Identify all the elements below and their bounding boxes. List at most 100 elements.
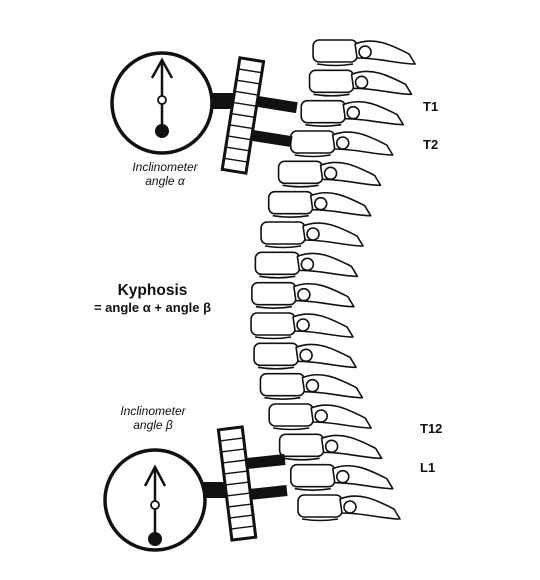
- facet-joint: [313, 196, 328, 211]
- vertebra-label-t2: T2: [423, 137, 439, 152]
- vertebra-label-l1: L1: [420, 460, 436, 475]
- vertebra: [268, 403, 372, 431]
- spinous-process: [342, 100, 405, 126]
- disc: [301, 518, 339, 522]
- ruler-tick: [230, 525, 255, 530]
- spinous-process: [331, 131, 394, 156]
- facet-joint: [354, 75, 369, 90]
- spinous-process: [320, 434, 383, 460]
- vertebra: [254, 251, 359, 279]
- spinous-process: [339, 495, 401, 520]
- vertebral-body: [312, 39, 358, 63]
- ruler-tick: [229, 124, 254, 130]
- spine-illustration: [250, 39, 416, 522]
- facet-joint: [314, 409, 328, 423]
- facet-joint: [305, 378, 320, 393]
- vertebra: [251, 281, 355, 309]
- vertebra-label-t12: T12: [420, 421, 443, 436]
- ruler-tick: [219, 437, 244, 442]
- disc: [264, 396, 301, 400]
- spinous-process: [309, 191, 372, 217]
- spinous-process: [296, 252, 359, 278]
- kyphosis-formula: = angle α + angle β: [93, 300, 212, 315]
- facet-joint: [323, 166, 338, 181]
- bottom-inclinometer-ruler: [216, 425, 258, 542]
- top-inclinometer-arrowhead: [150, 57, 174, 79]
- top-inclinometer-weight: [155, 124, 169, 138]
- spinous-process: [293, 282, 355, 308]
- ruler-tick: [225, 481, 250, 486]
- vertebral-body: [251, 281, 297, 306]
- bottom-inclinometer-foot-lower: [248, 485, 288, 500]
- spinous-process: [354, 40, 416, 65]
- vertebral-body: [308, 69, 355, 94]
- ruler-tick: [236, 79, 261, 85]
- bottom-inclinometer-arrowhead: [143, 464, 167, 487]
- bottom-inclinometer-label-line2: angle β: [133, 418, 173, 432]
- spinous-process: [310, 404, 372, 429]
- facet-joint: [306, 227, 320, 241]
- bottom-inclinometer-label-line1: Inclinometer: [120, 404, 186, 418]
- top-inclinometer-pivot: [157, 95, 167, 105]
- disc: [294, 154, 331, 158]
- disc: [282, 184, 319, 188]
- spinous-process: [331, 464, 394, 490]
- spinous-process: [350, 70, 413, 96]
- ruler-tick: [221, 448, 245, 453]
- vertebral-body: [254, 251, 301, 276]
- facet-joint: [297, 287, 311, 302]
- vertebral-body: [278, 433, 325, 458]
- vertebral-body: [300, 99, 347, 124]
- vertebral-body: [250, 312, 296, 336]
- top-inclinometer-label-line1: Inclinometer: [132, 160, 198, 174]
- ruler-tick: [227, 503, 252, 508]
- facet-joint: [296, 318, 310, 332]
- vertebral-body: [267, 190, 314, 215]
- top-inclinometer-ruler: [220, 56, 266, 175]
- spinous-process: [295, 343, 357, 369]
- vertebra: [289, 130, 394, 158]
- vertebral-body: [277, 160, 324, 185]
- vertebra: [312, 39, 416, 67]
- disc: [254, 336, 292, 340]
- disc: [316, 63, 354, 67]
- ruler-tick: [227, 135, 252, 141]
- bottom-inclinometer-weight: [148, 532, 162, 546]
- ruler-tick: [234, 90, 259, 96]
- ruler-tick: [238, 68, 262, 74]
- spinous-process: [301, 373, 364, 399]
- ruler-tick: [232, 101, 257, 107]
- facet-joint: [343, 500, 357, 514]
- vertebra: [267, 190, 372, 218]
- vertebral-body: [259, 372, 306, 397]
- vertebra: [260, 221, 364, 249]
- facet-joint: [346, 105, 361, 120]
- facet-joint: [358, 45, 372, 59]
- vertebra: [297, 494, 401, 522]
- vertebral-body: [289, 463, 336, 488]
- vertebra: [250, 312, 354, 340]
- disc: [313, 93, 350, 97]
- disc: [272, 214, 309, 218]
- bottom-inclinometer-pivot: [150, 500, 160, 510]
- disc: [273, 427, 310, 431]
- vertebral-body: [297, 494, 343, 518]
- disc: [255, 305, 293, 309]
- ruler-tick: [229, 514, 254, 519]
- vertebra: [259, 372, 364, 400]
- ruler-tick: [223, 470, 248, 475]
- disc: [257, 366, 295, 370]
- vertebra: [300, 99, 405, 127]
- facet-joint: [299, 348, 313, 363]
- bottom-inclinometer-label: Inclinometer angle β: [88, 404, 218, 432]
- vertebral-body: [268, 403, 314, 427]
- vertebral-body: [253, 342, 299, 367]
- top-inclinometer-label-line2: angle α: [145, 174, 185, 188]
- disc: [259, 275, 296, 279]
- ruler-tick: [225, 146, 250, 152]
- top-inclinometer-foot-upper: [256, 95, 298, 114]
- facet-joint: [324, 439, 339, 454]
- top-inclinometer-foot-lower: [251, 129, 293, 148]
- spinous-process: [292, 313, 354, 338]
- ruler-tick: [222, 459, 247, 464]
